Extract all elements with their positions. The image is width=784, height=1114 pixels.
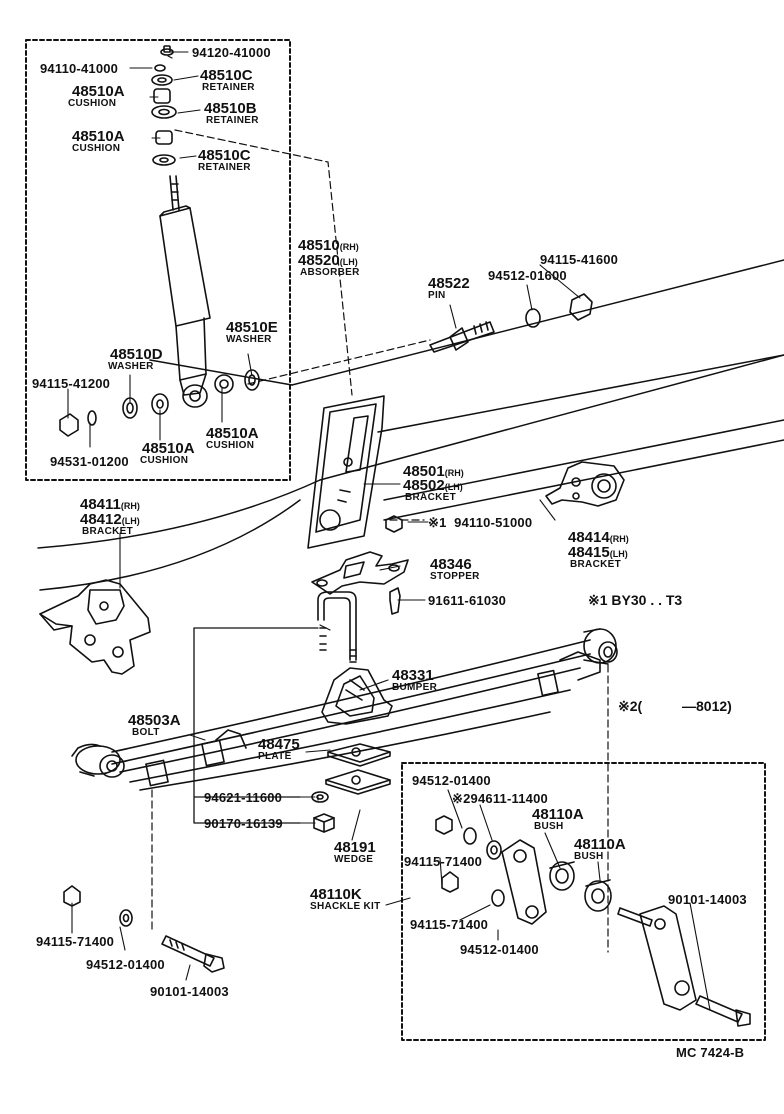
label-48411-rh: 48411(RH) bbox=[80, 496, 140, 513]
label-48191: 48191 bbox=[334, 839, 376, 856]
label-48110a-2: 48110A bbox=[574, 836, 626, 853]
label-90170-16139: 90170-16139 bbox=[204, 816, 283, 831]
label-48346: 48346 bbox=[430, 556, 472, 573]
label-94110-41000: 94110-41000 bbox=[40, 61, 119, 76]
label-48414-rh: 48414(RH) bbox=[568, 529, 629, 546]
label-94115-71400-c: 94115-71400 bbox=[36, 934, 115, 949]
label-94512-01400-a: 94512-01400 bbox=[412, 773, 491, 788]
note-1: ※1 BY30 . . T3 bbox=[588, 592, 683, 608]
label-94120-41000: 94120-41000 bbox=[192, 45, 271, 60]
label-94531-01200: 94531-01200 bbox=[50, 454, 129, 469]
desc-48346: STOPPER bbox=[430, 571, 480, 582]
label-90101-14003-b: 90101-14003 bbox=[150, 984, 229, 999]
desc-48503a: BOLT bbox=[132, 727, 160, 738]
desc-48510c-top: RETAINER bbox=[202, 82, 255, 93]
desc-48510d: WASHER bbox=[108, 361, 154, 372]
label-48522: 48522 bbox=[428, 275, 470, 292]
label-48510a-3: 48510A bbox=[142, 440, 195, 457]
desc-48475: PLATE bbox=[258, 751, 292, 762]
label-48415-lh: 48415(LH) bbox=[568, 544, 628, 561]
desc-48110a-1: BUSH bbox=[534, 821, 564, 832]
shock-absorber-drawing bbox=[151, 45, 211, 408]
label-94621-11600: 94621-11600 bbox=[204, 790, 283, 805]
desc-48110k: SHACKLE KIT bbox=[310, 901, 381, 912]
label-94611-11400: ※294611-11400 bbox=[452, 791, 548, 806]
label-94512-01400-b: 94512-01400 bbox=[460, 942, 539, 957]
stopper-48346-drawing bbox=[311, 551, 409, 595]
label-48510c-top: 48510C bbox=[200, 67, 253, 84]
label-90101-14003-a: 90101-14003 bbox=[668, 892, 747, 907]
desc-48510a-4: CUSHION bbox=[206, 440, 255, 451]
desc-bracket-48414: BRACKET bbox=[570, 559, 621, 570]
desc-48510b: RETAINER bbox=[206, 115, 259, 126]
lower-left-hardware bbox=[63, 885, 225, 973]
shock-absorber-group-frame bbox=[25, 39, 291, 481]
desc-48110a-2: BUSH bbox=[574, 851, 604, 862]
label-48510a-2: 48510A bbox=[72, 128, 125, 145]
label-94115-71400-b: 94115-71400 bbox=[410, 917, 489, 932]
label-94110-51000: ※1 94110-51000 bbox=[428, 515, 533, 530]
label-48510e: 48510E bbox=[226, 319, 278, 336]
ubolt-leader-bracket bbox=[193, 627, 319, 824]
label-48502-lh: 48502(LH) bbox=[403, 477, 463, 494]
shackle-kit-drawing bbox=[435, 815, 751, 1027]
label-94115-71400-a: 94115-71400 bbox=[404, 854, 483, 869]
diagram-code: MC 7424-B bbox=[676, 1045, 745, 1060]
label-94115-41200: 94115-41200 bbox=[32, 376, 111, 391]
leaf-spring-drawing bbox=[71, 628, 618, 791]
construction-dashed-lines bbox=[151, 129, 609, 953]
shock-hardware bbox=[59, 369, 260, 437]
wedge-48191-drawing bbox=[325, 769, 391, 795]
desc-absorber: ABSORBER bbox=[300, 267, 360, 278]
bracket-48411-drawing bbox=[39, 579, 151, 675]
label-48475: 48475 bbox=[258, 736, 300, 753]
label-91611-61030: 91611-61030 bbox=[428, 593, 507, 608]
desc-bracket-48501: BRACKET bbox=[405, 492, 456, 503]
desc-bracket-48411: BRACKET bbox=[82, 526, 133, 537]
desc-48331: BUMPER bbox=[392, 682, 438, 693]
desc-48522: PIN bbox=[428, 290, 446, 301]
label-48520-lh: 48520(LH) bbox=[298, 252, 358, 269]
bracket-48414-drawing bbox=[545, 461, 625, 507]
label-48510b: 48510B bbox=[204, 100, 257, 117]
desc-48510a-1: CUSHION bbox=[68, 98, 117, 109]
bolt-91611-61030-drawing bbox=[389, 587, 401, 615]
note-2-text: —8012) bbox=[682, 698, 732, 714]
shackle-group-frame bbox=[401, 762, 766, 1041]
label-48412-lh: 48412(LH) bbox=[80, 511, 140, 528]
label-48331: 48331 bbox=[392, 667, 434, 684]
desc-48510e: WASHER bbox=[226, 334, 272, 345]
label-48510c-mid: 48510C bbox=[198, 147, 251, 164]
nuts-under-plate bbox=[311, 791, 335, 833]
frame-rail-outline bbox=[37, 259, 784, 591]
u-bolt-drawing bbox=[317, 591, 357, 663]
label-94115-41600: 94115-41600 bbox=[540, 252, 619, 267]
desc-48510a-3: CUSHION bbox=[140, 455, 189, 466]
misc-marks bbox=[167, 55, 173, 59]
desc-48191: WEDGE bbox=[334, 854, 374, 865]
label-94512-01600: 94512-01600 bbox=[488, 268, 567, 283]
bumper-48331-drawing bbox=[321, 667, 393, 725]
label-94512-01400-c: 94512-01400 bbox=[86, 957, 165, 972]
nut-94110-51000-drawing bbox=[385, 515, 403, 533]
desc-48510c-mid: RETAINER bbox=[198, 162, 251, 173]
label-48510d: 48510D bbox=[110, 346, 163, 363]
label-48110k: 48110K bbox=[310, 886, 362, 903]
label-48510-rh: 48510(RH) bbox=[298, 237, 359, 254]
note-2-mark: ※2( bbox=[618, 698, 643, 714]
label-48510a-1: 48510A bbox=[72, 83, 125, 100]
plate-48475-drawing bbox=[327, 743, 391, 767]
desc-48510a-2: CUSHION bbox=[72, 143, 121, 154]
label-48501-rh: 48501(RH) bbox=[403, 463, 464, 480]
leader-lines bbox=[67, 51, 711, 1011]
label-48110a-1: 48110A bbox=[532, 806, 584, 823]
bracket-48501-drawing bbox=[307, 395, 385, 549]
label-48510a-4: 48510A bbox=[206, 425, 259, 442]
pin-48522-drawing bbox=[429, 293, 593, 353]
label-48503a: 48503A bbox=[128, 712, 181, 729]
